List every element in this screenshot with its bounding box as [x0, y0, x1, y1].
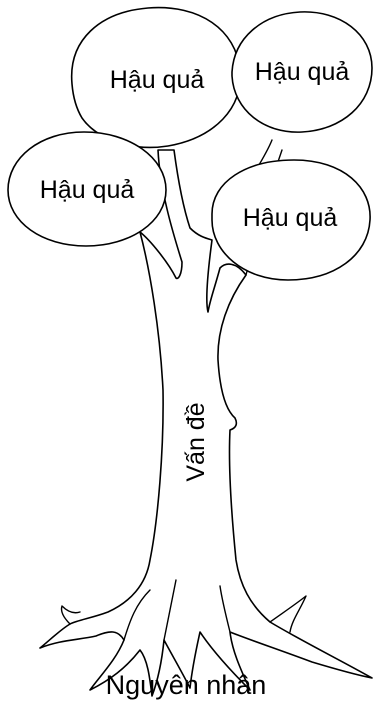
- root-tendril-left: [60, 605, 81, 625]
- consequence-bubble-shape: [7, 131, 167, 247]
- root-tendril-inner: [163, 579, 177, 641]
- consequence-bubble-shape: [211, 159, 371, 281]
- consequence-bubble-top-right: Hậu quả: [231, 11, 373, 133]
- consequence-label: Hậu quả: [110, 66, 205, 94]
- root-tendril-right: [219, 585, 231, 633]
- consequence-bubble-top-left: Hậu quả: [70, 6, 242, 149]
- consequence-label: Hậu quả: [243, 204, 338, 232]
- root-tendril-far-right: [269, 595, 307, 633]
- roots-label: Nguyên nhân: [106, 670, 267, 700]
- consequence-bubble-shape: [231, 11, 373, 133]
- consequence-label: Hậu quả: [255, 58, 350, 86]
- consequence-bubble-middle-left: Hậu quả: [7, 131, 167, 247]
- tree-trunk: [39, 149, 373, 697]
- consequence-bubble-middle-right: Hậu quả: [211, 159, 371, 281]
- root-tendril-mid: [123, 589, 151, 641]
- trunk-label: Vấn đề: [182, 402, 210, 481]
- consequence-label: Hậu quả: [40, 176, 135, 204]
